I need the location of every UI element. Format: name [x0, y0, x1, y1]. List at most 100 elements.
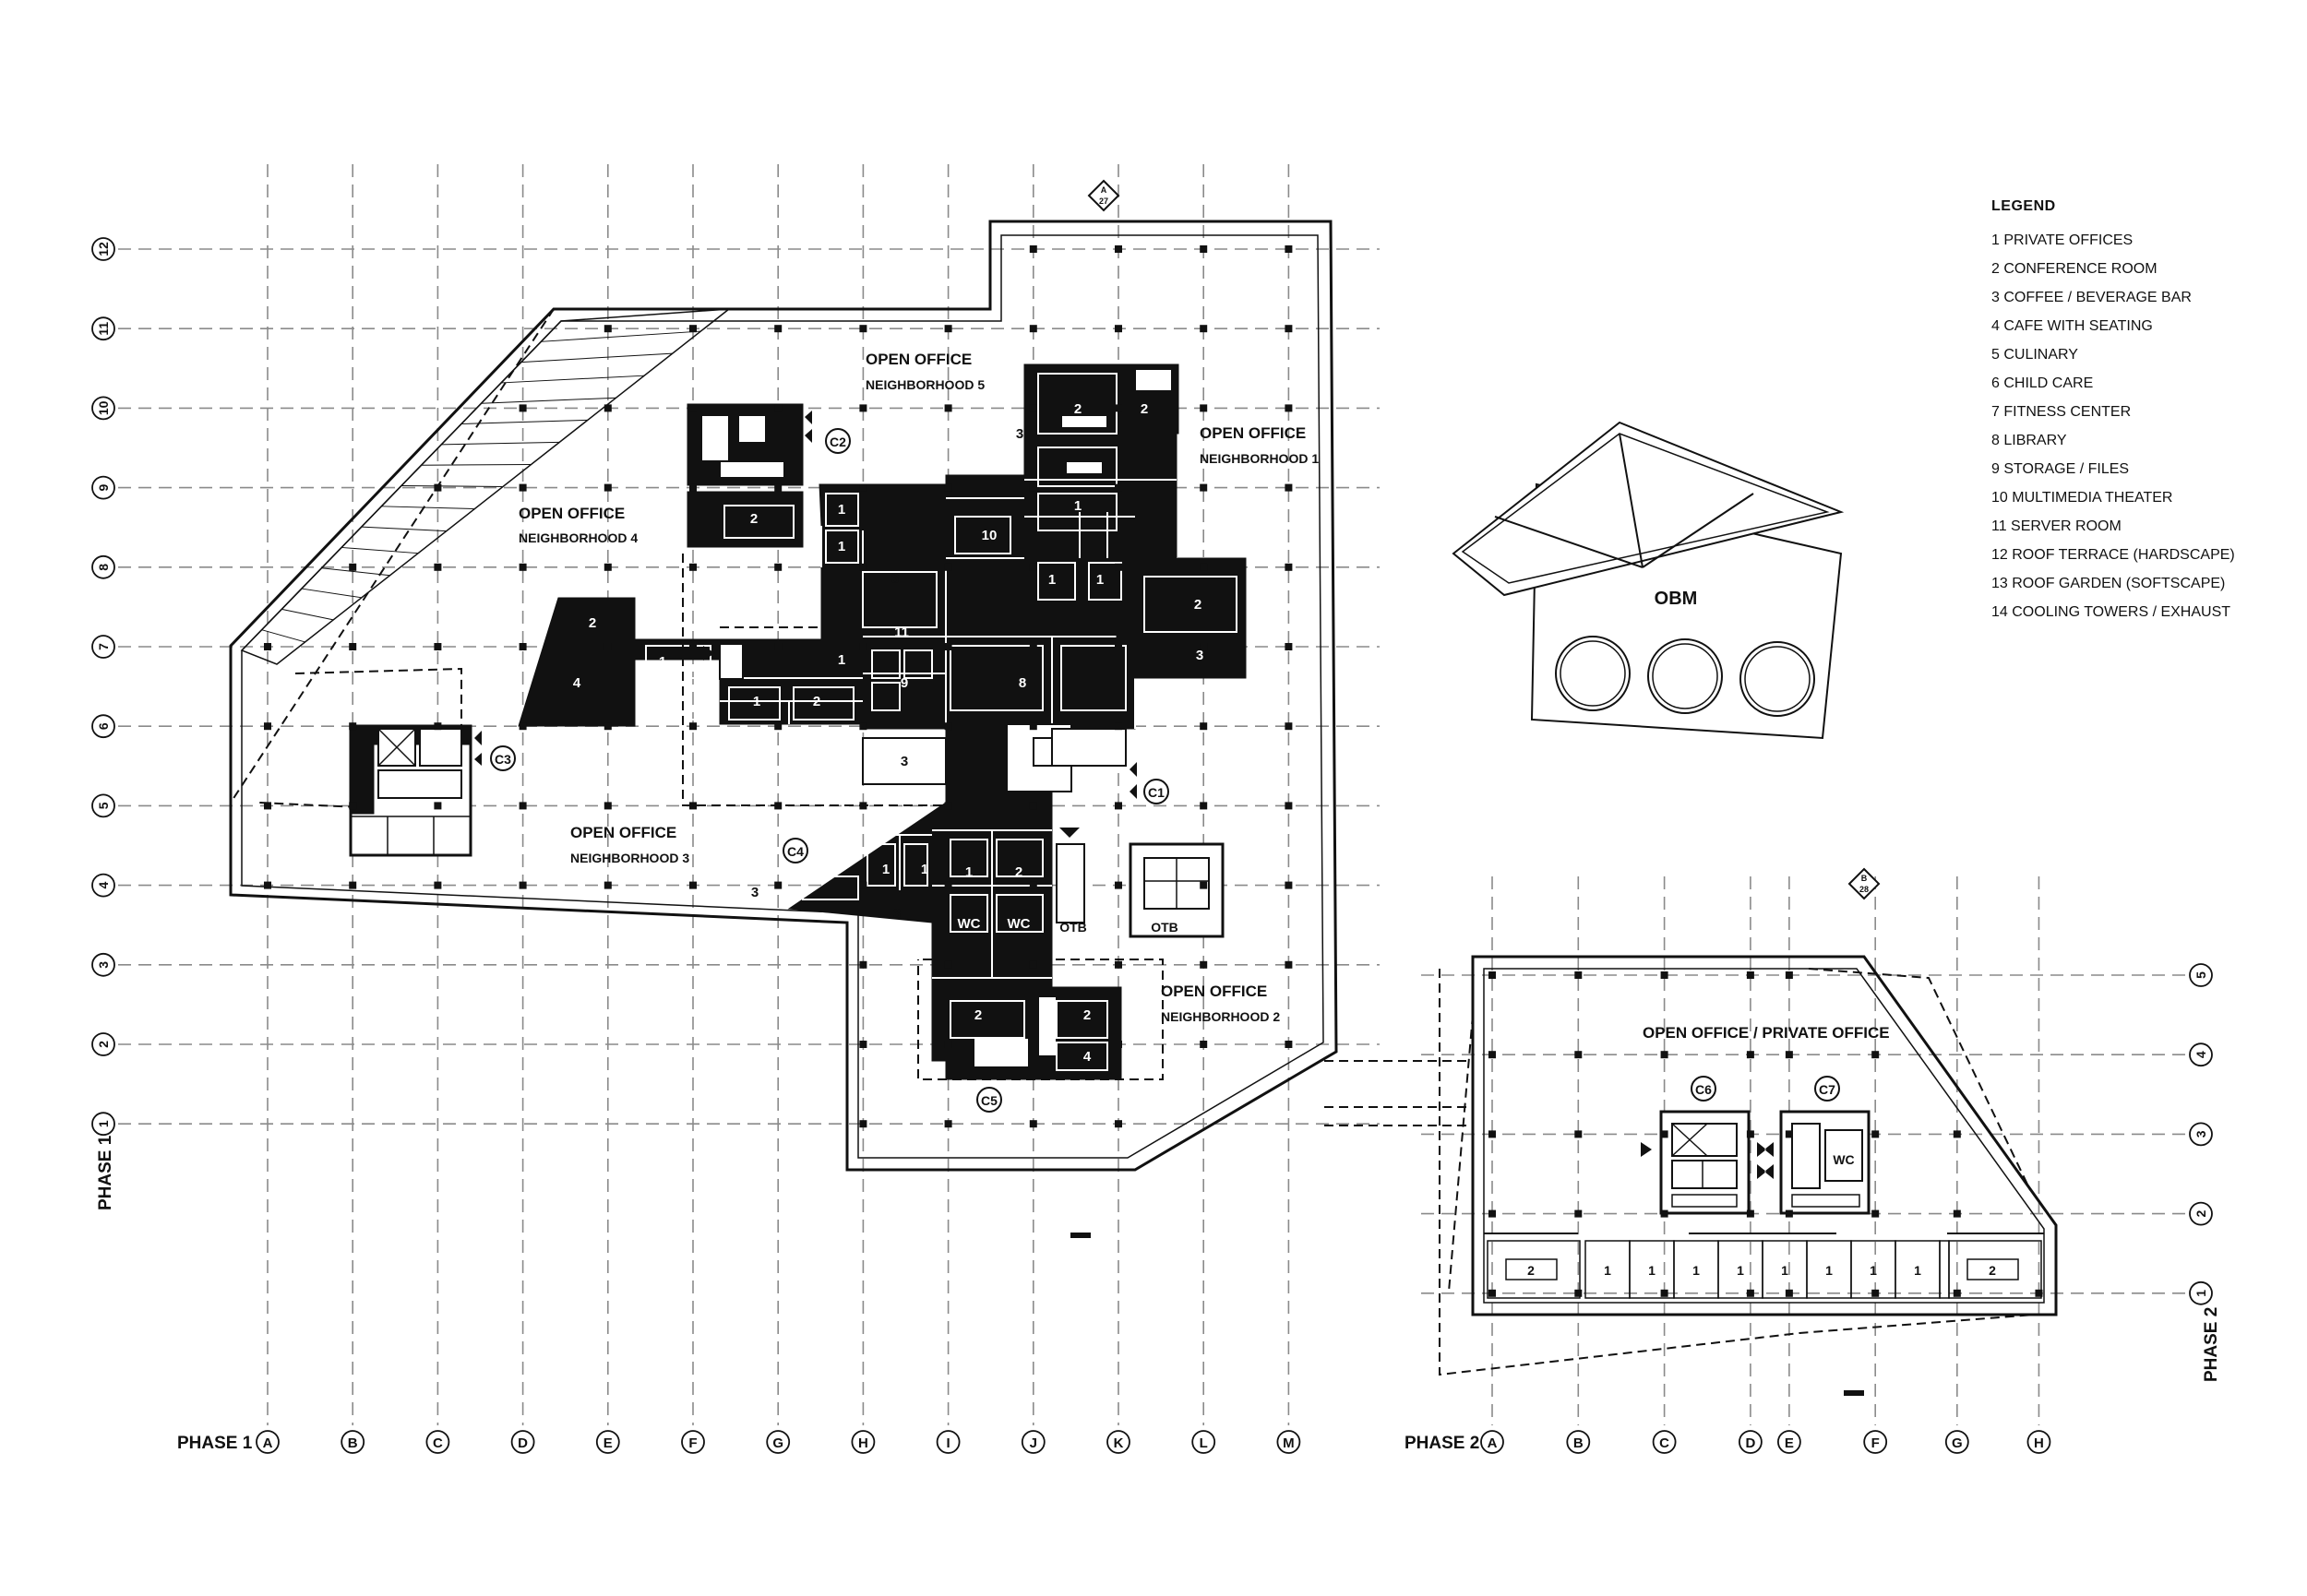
structural-column: [774, 881, 783, 889]
structural-column: [859, 483, 867, 492]
structural-column: [434, 722, 442, 731]
structural-column: [1115, 722, 1122, 731]
structural-column: [519, 722, 527, 731]
zone-n1-line2: NEIGHBORHOOD 1: [1200, 451, 1319, 466]
structural-column: [859, 802, 867, 810]
otb-label: OTB: [1059, 920, 1087, 935]
structural-column: [1574, 1209, 1583, 1218]
structural-column: [349, 563, 357, 571]
zone-n1-line1: OPEN OFFICE: [1200, 424, 1306, 442]
legend-item: 7 FITNESS CENTER: [1991, 404, 2132, 420]
structural-column: [519, 643, 527, 650]
legend-item: 14 COOLING TOWERS / EXHAUST: [1991, 604, 2231, 620]
structural-column: [264, 643, 271, 650]
structural-column: [2035, 1289, 2043, 1297]
skylight-mullion: [400, 485, 504, 487]
grid-row-label: 1: [2193, 1290, 2208, 1297]
legend-item: 10 MULTIMEDIA THEATER: [1991, 490, 2173, 506]
structural-column: [264, 881, 271, 889]
structural-column: [944, 404, 952, 412]
structural-column: [859, 722, 867, 731]
room-number: 2: [1194, 597, 1201, 613]
structural-column: [1660, 1130, 1668, 1138]
zone-n2-line1: OPEN OFFICE: [1161, 983, 1267, 1000]
grid-bubble-col: F: [681, 1430, 705, 1454]
grid-bubble-col: H: [2026, 1430, 2051, 1454]
room-number: 3: [1196, 648, 1203, 663]
structural-column: [604, 483, 612, 492]
structural-column: [604, 325, 612, 333]
room-number: 1: [1914, 1263, 1921, 1278]
room-frames: [645, 373, 1237, 1071]
room-number: 2: [1015, 864, 1022, 880]
phase1-grid: [118, 164, 1380, 1425]
structural-column: [1115, 1041, 1122, 1048]
structural-column: [1574, 1289, 1583, 1297]
room-number: 1: [1737, 1263, 1744, 1278]
structural-column: [434, 802, 442, 810]
private-office: 1: [1584, 1240, 1631, 1299]
phase1-room-numbers: 2 2 3 1 1 1 1 10 1 1 2 3 2 3 11 1 9 8 2 …: [573, 401, 1203, 1065]
structural-column: [774, 404, 783, 412]
structural-column: [1285, 563, 1293, 571]
structural-column: [1029, 802, 1037, 810]
core-c5-label: C5: [976, 1087, 1002, 1113]
phase2-label: PHASE 2: [1405, 1434, 1479, 1453]
structural-column: [1660, 1051, 1668, 1059]
structural-column: [774, 563, 783, 571]
room-number: 1: [1870, 1263, 1877, 1278]
structural-column: [944, 1041, 952, 1048]
grid-col-label: A: [1488, 1435, 1498, 1451]
core-c2-label: C2: [805, 411, 851, 454]
structural-column: [1871, 1289, 1880, 1297]
room-number: 2: [1074, 401, 1082, 417]
grid-col-label: M: [1283, 1435, 1295, 1451]
structural-column: [1115, 483, 1122, 492]
private-office: [1939, 1240, 1950, 1299]
grid-col-label: G: [772, 1435, 783, 1451]
structural-column: [859, 881, 867, 889]
svg-text:C5: C5: [981, 1093, 998, 1108]
structural-column: [349, 643, 357, 650]
legend-item: 6 CHILD CARE: [1991, 375, 2094, 391]
room-number: 8: [1019, 675, 1026, 691]
zone-n3-line1: OPEN OFFICE: [570, 824, 676, 841]
room-number: 9: [901, 675, 908, 691]
room-number: 1: [838, 539, 845, 554]
structural-column: [774, 643, 783, 650]
legend-item: 13 ROOF GARDEN (SOFTSCAPE): [1991, 576, 2226, 591]
structural-column: [1488, 1209, 1496, 1218]
structural-column: [859, 643, 867, 650]
structural-column: [1115, 1120, 1122, 1128]
structural-column: [1115, 404, 1122, 412]
entry-arrow-icon: [703, 646, 715, 661]
structural-column: [1871, 1130, 1880, 1138]
structural-column: [434, 881, 442, 889]
grid-row-label: 5: [2193, 971, 2208, 979]
structural-column: [689, 563, 697, 571]
room-number: 3: [901, 754, 908, 769]
private-office: 1: [1717, 1240, 1763, 1299]
structural-column: [859, 325, 867, 333]
grid-col-label: F: [1871, 1435, 1880, 1451]
structural-column: [944, 802, 952, 810]
structural-column: [859, 404, 867, 412]
structural-column: [1029, 1041, 1037, 1048]
structural-column: [689, 483, 697, 492]
core-c4-label: C4: [783, 838, 808, 864]
phase1-columns: [264, 245, 1293, 1128]
structural-column: [689, 722, 697, 731]
grid-bubble-row: 5: [91, 793, 115, 818]
grid-row-label: 9: [96, 483, 111, 491]
structural-column: [604, 881, 612, 889]
room-number: 2: [813, 740, 820, 756]
core-c7-label: C7: [1814, 1076, 1840, 1102]
room-number: 1: [1781, 1263, 1788, 1278]
structural-column: [944, 881, 952, 889]
room-wc: WC: [1833, 1152, 1854, 1167]
phase1-core-rooms: [518, 363, 1247, 1080]
